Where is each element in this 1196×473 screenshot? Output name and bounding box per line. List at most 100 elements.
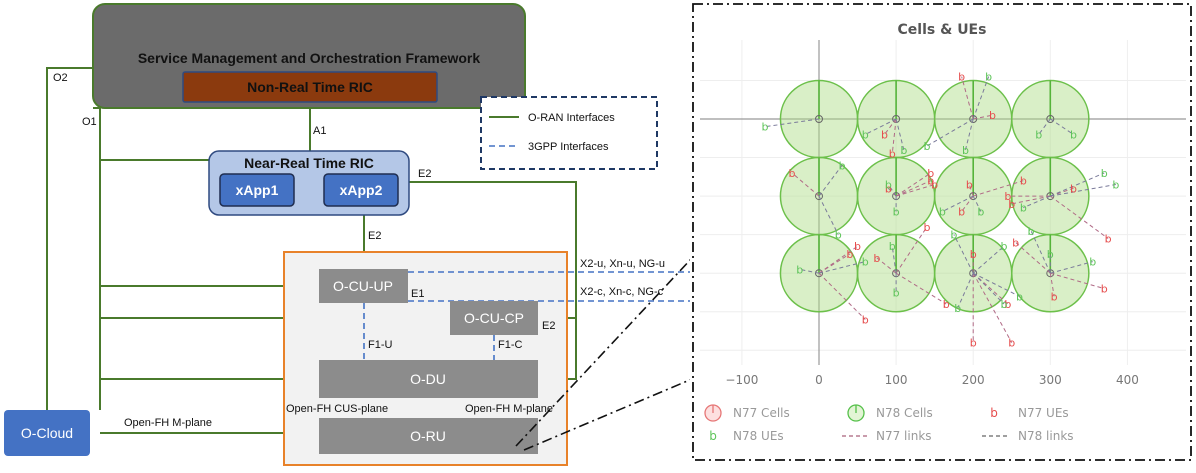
n77-link <box>1015 241 1051 274</box>
n78-cell-center <box>815 192 823 201</box>
n78-ue: b <box>1028 225 1035 238</box>
n77-ue: b <box>889 148 896 161</box>
n78-link <box>972 76 990 120</box>
n77-ue: b <box>1051 290 1058 303</box>
n77-ue: b <box>1070 182 1077 195</box>
n78-cells-legend: N78 Cells <box>847 404 933 422</box>
n77-link <box>895 180 931 197</box>
n78-link <box>972 195 982 212</box>
o2-label: O2 <box>53 72 68 84</box>
chart-legend: N77 Cells N78 Cells b N77 UEs b N78 UEs … <box>704 404 1074 443</box>
x-tick-label: 300 <box>1039 373 1062 387</box>
n78-ue: b <box>985 71 992 84</box>
n77-ue: b <box>931 179 938 192</box>
n77-link <box>973 180 1024 197</box>
n77-ue: b <box>1012 236 1019 249</box>
n77-ues-legend: b N77 UEs <box>990 406 1069 420</box>
n77-link <box>818 272 866 320</box>
x2u-label: X2-u, Xn-u, NG-u <box>580 258 665 270</box>
n78-links-legend-label: N78 links <box>1018 429 1074 443</box>
fh-m-right-label: Open-FH M-plane <box>465 403 553 415</box>
n77-link <box>884 118 897 135</box>
n78-link <box>799 268 820 274</box>
o-ru-label: O-RU <box>410 428 446 444</box>
n78-cells-legend-label: N78 Cells <box>876 406 933 420</box>
n78-ue: b <box>762 121 769 134</box>
n78-ue: b <box>977 206 984 219</box>
n77-ue: b <box>989 109 996 122</box>
xapp2-box <box>323 173 399 207</box>
n77-ue: b <box>846 248 853 261</box>
x-tick-label: 100 <box>885 373 908 387</box>
n78-ue: b <box>1001 240 1008 253</box>
n77-cells-legend-label: N77 Cells <box>733 406 790 420</box>
n77-ue: b <box>970 248 977 261</box>
n78-ue: b <box>923 140 930 153</box>
n77-ue: b <box>854 240 861 253</box>
n78-link <box>953 234 974 274</box>
n78-link <box>1050 172 1105 197</box>
smo-title: Service Management and Orchestration Fra… <box>138 50 481 66</box>
n78-ue: b <box>1047 248 1054 261</box>
n78-ues-legend-label: N78 UEs <box>733 429 784 443</box>
e2-top-label: E2 <box>418 168 431 180</box>
oran-architecture-diagram: Service Management and Orchestration Fra… <box>4 3 690 466</box>
n78-ue: b <box>885 179 892 192</box>
n78-ue: b <box>1089 256 1096 269</box>
n78-link <box>891 246 897 274</box>
n77-ue: b <box>943 298 950 311</box>
n78-ues-legend: b N78 UEs <box>709 429 784 443</box>
e1-label: E1 <box>411 288 424 300</box>
n78-link <box>1050 118 1074 135</box>
n77-ue: b <box>1008 198 1015 211</box>
n78-link <box>942 195 974 212</box>
n77-ues-swatch: b <box>990 406 998 420</box>
n78-ue: b <box>1001 298 1008 311</box>
interface-legend <box>480 96 658 170</box>
o-cu-up-box <box>319 269 408 303</box>
n78-ue: b <box>950 229 957 242</box>
o-du-label: O-DU <box>410 371 446 387</box>
n78-link <box>926 118 974 147</box>
chart-panel <box>692 3 1192 461</box>
fh-cus-label: Open-FH CUS-plane <box>286 403 388 415</box>
n77-ue: b <box>923 221 930 234</box>
n78-cell-center <box>969 115 978 123</box>
o-ru-box <box>319 418 538 454</box>
n77-ue: b <box>862 313 869 326</box>
n78-link <box>1038 118 1051 135</box>
n78-ues-swatch: b <box>709 429 717 443</box>
o-cloud-label: O-Cloud <box>21 425 73 441</box>
n77-link <box>1050 272 1105 290</box>
xapp1-box <box>219 173 295 207</box>
n78-ue: b <box>893 206 900 219</box>
n78-link <box>818 261 866 274</box>
a1-label: A1 <box>313 125 326 137</box>
n77-ue: b <box>970 337 977 350</box>
n77-ue: b <box>927 167 934 180</box>
e2-mid-label: E2 <box>368 230 381 242</box>
chart-title: Cells & UEs <box>898 22 987 38</box>
n78-link <box>965 118 974 150</box>
e2-cp-label: E2 <box>542 320 555 332</box>
n78-ue: b <box>1070 128 1077 141</box>
n78-link <box>818 195 839 235</box>
o-cloud-box <box>4 410 90 456</box>
n78-cell-center <box>815 269 823 278</box>
n78-link <box>972 272 1020 297</box>
n77-ue: b <box>927 175 934 188</box>
n77-ue: b <box>1020 175 1027 188</box>
n77-ue: b <box>958 71 965 84</box>
gpp-legend-label: 3GPP Interfaces <box>528 141 609 153</box>
n77-link <box>895 272 947 305</box>
n77-ue: b <box>885 182 892 195</box>
oran-legend-label: O-RAN Interfaces <box>528 112 615 124</box>
n78-link <box>865 118 897 135</box>
n78-link <box>1023 195 1051 209</box>
o-cu-up-label: O-CU-UP <box>333 278 393 294</box>
n78-ue: b <box>893 286 900 299</box>
n78-link <box>972 272 1005 305</box>
n77-ue: b <box>789 167 796 180</box>
n78-ue: b <box>835 229 842 242</box>
